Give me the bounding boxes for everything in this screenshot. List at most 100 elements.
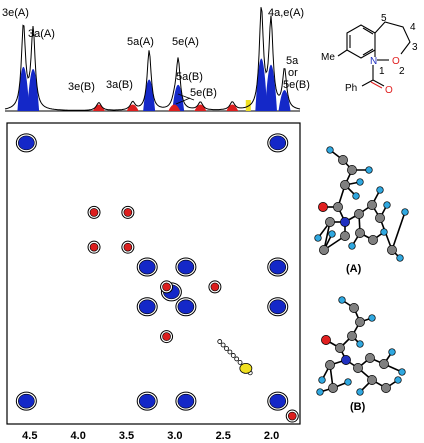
model-atom (318, 376, 326, 384)
tick-label: 2.5 (216, 430, 231, 442)
overlap-peak (239, 362, 253, 374)
model-atom (340, 231, 350, 241)
cross-peak (89, 242, 99, 252)
spectrum-peak-b (168, 104, 181, 111)
cross-peak (18, 393, 35, 409)
model-atom (383, 201, 391, 209)
model-atom (368, 314, 376, 322)
label-5a-line1: 5a (286, 55, 299, 67)
conformer-b-label: (B) (350, 401, 366, 413)
aromatic-bond-2 (362, 48, 374, 56)
methyl-label: Me (321, 52, 335, 63)
model-atom (321, 335, 331, 345)
ring-chain (374, 21, 411, 55)
spectrum-fills (17, 58, 291, 111)
cross-peak (177, 259, 195, 275)
structure-labels: 5 4 3 2 1 O N Me Ph O (321, 13, 418, 96)
cross-peak (138, 393, 156, 409)
cross-peak (138, 299, 156, 315)
model-atom (341, 355, 351, 365)
model-atom (354, 209, 364, 219)
label-5a-line2: or (288, 67, 298, 79)
model-atom (398, 368, 406, 376)
label-5eA: 5e(A) (172, 36, 199, 48)
model-atom (396, 254, 404, 262)
model-atom (368, 235, 378, 245)
model-atom (325, 360, 335, 370)
model-atom (344, 378, 352, 386)
methyl-bond (337, 49, 348, 57)
model-atom (387, 245, 397, 255)
carbonyl-double-bond (370, 81, 383, 89)
model-atom (347, 331, 357, 341)
model-atom (375, 213, 385, 223)
label-5aA: 5a(A) (127, 36, 154, 48)
cross-peak (123, 242, 133, 252)
spectrum-labels: 3e(A) 3a(A) 3e(B) 3a(B) 5a(A) 5e(A) 5a(B… (2, 7, 310, 105)
locant-3: 3 (412, 42, 418, 53)
c-ph-bond (361, 79, 374, 87)
model-atom (353, 363, 363, 373)
model-atom (348, 242, 356, 250)
label-3aA: 3a(A) (28, 28, 55, 40)
model-atom (356, 178, 364, 186)
model-atom (338, 155, 348, 165)
model-atom (316, 388, 324, 396)
tick-label: 4.5 (22, 430, 37, 442)
cross-peak (138, 259, 156, 275)
conformer-a-model (314, 146, 409, 262)
ring-oxygen: O (392, 56, 400, 67)
aromatic-bond-3 (362, 27, 374, 35)
model-atom (355, 228, 365, 238)
leader-5aB (177, 93, 195, 101)
cross-peak (123, 208, 133, 217)
tick-label: 3.5 (119, 430, 134, 442)
locant-5: 5 (381, 13, 387, 24)
cross-peak (287, 411, 297, 421)
leader-5eB (175, 97, 191, 105)
tick-label: 2.0 (264, 430, 279, 442)
model-atom (340, 180, 350, 190)
model-atom (367, 200, 377, 210)
cross-peak (269, 135, 287, 151)
model-atom (376, 186, 384, 194)
model-atom (349, 303, 359, 313)
model-bond (391, 211, 406, 251)
model-atom (314, 234, 322, 242)
diagonal-dot (220, 342, 226, 348)
label-3eA: 3e(A) (2, 7, 29, 19)
model-atom (380, 228, 388, 236)
label-4aeA: 4a,e(A) (268, 7, 304, 19)
cross-peak (210, 282, 220, 292)
model-atom (388, 348, 396, 356)
diagonal-dot (224, 346, 229, 351)
conformer-b-model (316, 296, 406, 396)
model-atom (325, 217, 335, 227)
proton-spectrum (4, 7, 301, 112)
phenyl-label: Ph (345, 83, 357, 94)
diagonal-dot (217, 339, 223, 344)
tick-label: 3.0 (167, 430, 182, 442)
c-o-bond (372, 79, 385, 87)
model-atom (381, 383, 391, 393)
cross-peak (18, 135, 35, 151)
label-3eB: 3e(B) (68, 81, 95, 93)
label-5eB: 5e(B) (190, 87, 217, 99)
cross-peaks (15, 133, 299, 423)
tick-label: 4.0 (71, 430, 86, 442)
model-atom (338, 296, 346, 304)
spectrum-peak-a (264, 64, 277, 111)
locant-4: 4 (410, 22, 416, 33)
model-atom (340, 217, 350, 227)
cross-peak (162, 282, 171, 292)
cross-peak (177, 299, 195, 315)
carbonyl-oxygen: O (385, 85, 393, 96)
model-atom (356, 340, 364, 348)
label-5aB: 5a(B) (176, 71, 203, 83)
model-atom (355, 317, 365, 327)
cross-peak (89, 208, 99, 217)
conformer-a-label: (A) (346, 263, 362, 275)
model-atom (347, 165, 357, 175)
diagonal-dot (227, 349, 233, 355)
